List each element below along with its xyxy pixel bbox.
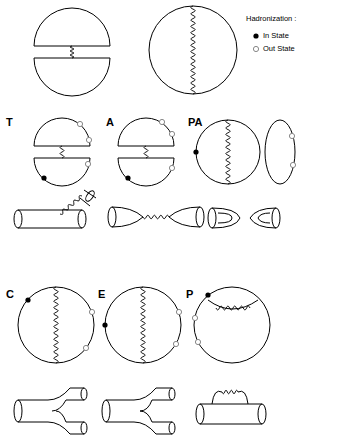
half-disc xyxy=(34,8,110,46)
legend-text: In State xyxy=(263,31,289,40)
gluon-line xyxy=(143,215,169,219)
half-disc xyxy=(34,58,110,96)
out-state-dot xyxy=(176,309,181,314)
in-state-dot xyxy=(25,297,30,302)
out-state-dot xyxy=(289,133,294,138)
out-state-dot xyxy=(77,121,82,126)
tube-picture xyxy=(102,388,175,434)
gluon-line xyxy=(141,287,145,363)
in-state-dot xyxy=(102,322,107,327)
half-disc xyxy=(118,158,174,186)
out-state-dot xyxy=(173,341,178,346)
in-state-dot xyxy=(41,175,46,180)
disc xyxy=(105,287,181,363)
diagram-letter: P xyxy=(186,288,193,300)
gluon-line xyxy=(226,120,230,184)
gluon-line xyxy=(222,390,238,394)
disc xyxy=(18,287,94,363)
legend-text: Out State xyxy=(263,44,295,53)
gluon-line xyxy=(60,196,82,215)
tube-picture xyxy=(14,189,96,228)
out-state-dot xyxy=(192,315,197,320)
out-state-dot xyxy=(89,309,94,314)
diagram-letter: A xyxy=(106,116,114,128)
gluon-line xyxy=(144,146,148,158)
out-state-dot xyxy=(83,345,88,350)
legend-heading: Hadronization : xyxy=(246,14,296,23)
disc xyxy=(194,287,270,363)
gluon-line xyxy=(60,146,64,158)
disc xyxy=(149,6,237,94)
hadronization-dots xyxy=(25,119,295,350)
disc xyxy=(196,120,260,184)
gluon-lines xyxy=(54,6,250,394)
out-state-dot xyxy=(169,131,174,136)
in-state-dot xyxy=(193,149,198,154)
tube-picture xyxy=(208,208,280,228)
gluon-line xyxy=(191,6,195,94)
diagram-letter: T xyxy=(6,116,13,128)
out-state-dot xyxy=(85,161,90,166)
diagram-letter: C xyxy=(6,288,14,300)
half-disc xyxy=(118,118,174,146)
tube-picture xyxy=(108,207,204,227)
quark-line xyxy=(208,300,258,309)
out-state-dot xyxy=(253,46,258,51)
in-state-dot xyxy=(253,33,258,38)
tube-picture xyxy=(14,388,87,434)
disc xyxy=(265,120,295,184)
gluon-line xyxy=(54,287,58,363)
in-state-dot xyxy=(125,175,130,180)
out-state-dot xyxy=(169,165,174,170)
half-disc xyxy=(34,158,90,186)
out-state-dot xyxy=(290,162,295,167)
diagram-letter: E xyxy=(98,288,105,300)
half-disc xyxy=(34,118,90,146)
in-state-dot xyxy=(205,292,210,297)
gluon-line xyxy=(216,306,250,310)
tube-picture xyxy=(196,391,266,424)
out-state-dot xyxy=(86,137,91,142)
gluon-line xyxy=(70,46,74,58)
diagram-letter: PA xyxy=(188,116,202,128)
out-state-dot xyxy=(195,339,200,344)
out-state-dot xyxy=(159,119,164,124)
